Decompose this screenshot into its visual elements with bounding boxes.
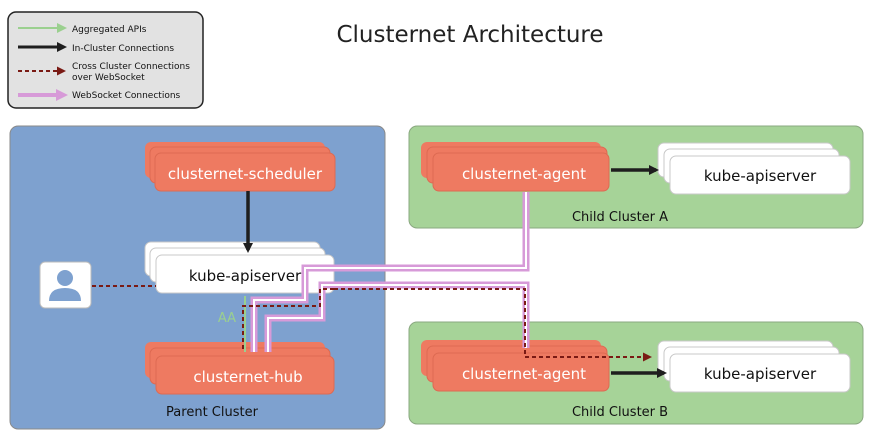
legend: Aggregated APIs In-Cluster Connections C…: [7, 11, 204, 109]
child-cluster-a: Child Cluster A clusternet-agent kube-ap…: [408, 125, 864, 229]
child-b-agent-label: clusternet-agent: [462, 365, 586, 383]
legend-crosscluster-label-1: Cross Cluster Connections: [72, 62, 190, 72]
child-a-kube-apiserver: kube-apiserver: [657, 142, 851, 195]
user-icon[interactable]: [39, 261, 92, 309]
page-title: Clusternet Architecture: [336, 22, 603, 48]
legend-crosscluster-label-2: over WebSocket: [72, 73, 145, 83]
parent-cluster: Parent Cluster clusternet-scheduler kube…: [9, 125, 386, 430]
legend-websocket-label: WebSocket Connections: [72, 91, 181, 101]
cross-cluster-via-hub: [242, 288, 334, 352]
aa-label: AA: [218, 311, 236, 326]
scheduler-label: clusternet-scheduler: [168, 165, 323, 183]
connections: [92, 165, 667, 378]
hub-label: clusternet-hub: [193, 368, 302, 386]
clusternet-hub: clusternet-hub: [145, 342, 335, 395]
parent-apiserver-label: kube-apiserver: [189, 267, 302, 285]
parent-cluster-label: Parent Cluster: [166, 405, 259, 420]
child-a-apiserver-label: kube-apiserver: [704, 167, 817, 185]
child-b-label: Child Cluster B: [572, 405, 668, 420]
child-a-clusternet-agent: clusternet-agent: [421, 142, 610, 192]
cross-cluster-to-child-b: [334, 288, 652, 362]
child-b-kube-apiserver: kube-apiserver: [657, 340, 851, 393]
child-a-agent-label: clusternet-agent: [462, 165, 586, 183]
clusternet-scheduler: clusternet-scheduler: [145, 142, 336, 192]
websocket-b-inner: [267, 284, 527, 352]
websocket-a-inner: [253, 192, 527, 352]
child-b-clusternet-agent: clusternet-agent: [421, 340, 610, 392]
child-a-label: Child Cluster A: [572, 210, 668, 225]
legend-aggregated-label: Aggregated APIs: [72, 25, 147, 35]
child-b-apiserver-label: kube-apiserver: [704, 365, 817, 383]
legend-incluster-label: In-Cluster Connections: [72, 44, 174, 54]
